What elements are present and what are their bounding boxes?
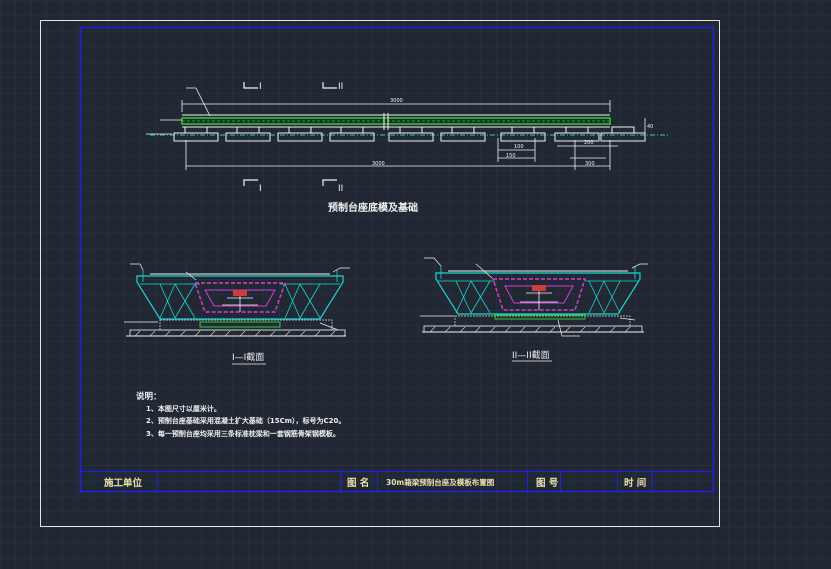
note-item-2: 2、预制台座基础采用混凝土扩大基础（15Cm），标号为C20。 bbox=[146, 416, 345, 425]
section-2-drawing: II—II截面 bbox=[420, 257, 648, 362]
dim-small-4: 300 bbox=[585, 161, 595, 167]
section-mark-2-bottom: II bbox=[338, 184, 343, 194]
plan-view-title: 预制台座底模及基础 bbox=[328, 201, 418, 214]
note-item-1: 1、本图尺寸以厘米计。 bbox=[146, 404, 221, 413]
dim-top-label: 3000 bbox=[390, 98, 403, 104]
section-mark-2-top: II bbox=[338, 82, 343, 92]
section-2-title: II—II截面 bbox=[512, 349, 550, 361]
section-1-drawing: I—I截面 bbox=[124, 263, 350, 365]
note-item-3: 3、每一预制台座均采用三条标准枕梁和一套钢筋骨架钢模板。 bbox=[146, 429, 340, 438]
title-block-number-label: 图 号 bbox=[536, 478, 559, 489]
notes-heading: 说明： bbox=[136, 391, 162, 402]
core-block-red bbox=[233, 290, 247, 296]
section-mark-1-bottom: I bbox=[259, 184, 262, 194]
dim-small-3: 150 bbox=[506, 153, 516, 159]
sheet-border-outer bbox=[40, 20, 720, 527]
section-1-title: I—I截面 bbox=[232, 351, 264, 363]
dim-small-2: 200 bbox=[584, 140, 594, 146]
title-block-unit-label: 施工单位 bbox=[104, 477, 143, 489]
plan-footings bbox=[173, 126, 646, 142]
section-mark-1-top: I bbox=[259, 82, 262, 92]
dim-right: 40 bbox=[647, 124, 653, 130]
sheet-border-inner bbox=[79, 26, 715, 493]
section-cut-marks bbox=[243, 82, 337, 186]
plan-view: I I II II 3000 3000 100 200 150 300 40 预… bbox=[146, 82, 670, 214]
title-block-name-label: 图 名 bbox=[347, 477, 369, 489]
core-block-red-2 bbox=[532, 285, 546, 291]
dim-bottom-label: 3000 bbox=[372, 161, 385, 167]
dim-small-1: 100 bbox=[514, 144, 524, 150]
title-block: 施工单位 图 名 30m箱梁预制台座及模板布置图 图 号 时 间 bbox=[80, 470, 714, 492]
title-block-drawing-name: 30m箱梁预制台座及模板布置图 bbox=[386, 477, 495, 487]
title-block-date-label: 时 间 bbox=[624, 477, 646, 489]
notes-block: 说明： 1、本图尺寸以厘米计。 2、预制台座基础采用混凝土扩大基础（15Cm），… bbox=[136, 391, 345, 438]
